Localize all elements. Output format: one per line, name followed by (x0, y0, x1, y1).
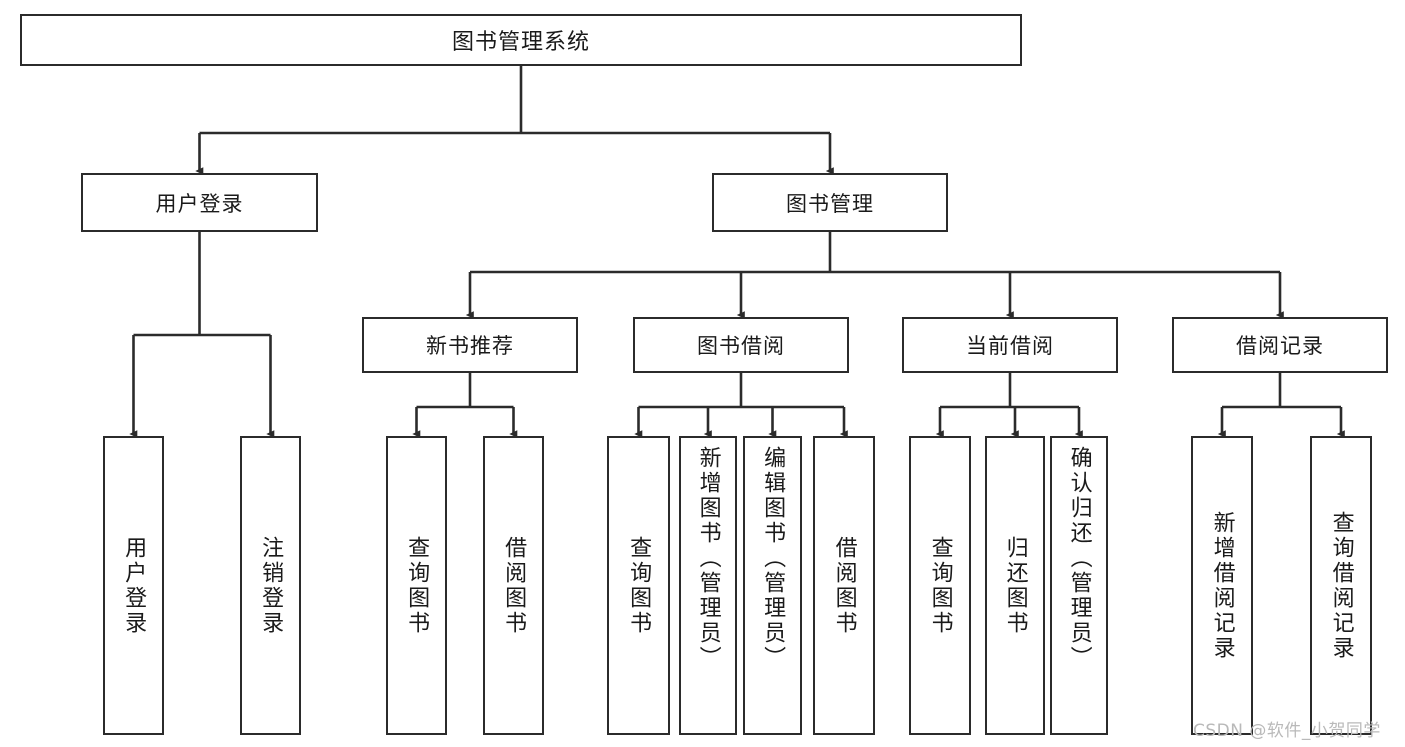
node-label-leaf-borrow-book-1: 借阅图书 (501, 535, 527, 636)
node-label-leaf-edit-book: 编辑图书（管理员） (760, 446, 786, 671)
node-label-leaf-user-login: 用户登录 (121, 535, 147, 636)
node-label-bookmgmt: 图书管理 (786, 191, 874, 216)
node-leaf-confirm-return[interactable]: 确认归还（管理员） (1050, 436, 1108, 735)
node-label-leaf-query-record: 查询借阅记录 (1328, 510, 1354, 661)
node-login[interactable]: 用户登录 (81, 173, 318, 232)
node-leaf-borrow-book-1[interactable]: 借阅图书 (483, 436, 544, 735)
node-leaf-user-logout[interactable]: 注销登录 (240, 436, 301, 735)
node-label-leaf-add-record: 新增借阅记录 (1209, 510, 1235, 661)
node-leaf-return-book[interactable]: 归还图书 (985, 436, 1045, 735)
node-leaf-add-book[interactable]: 新增图书（管理员） (679, 436, 737, 735)
node-bookmgmt[interactable]: 图书管理 (712, 173, 948, 232)
node-label-newbook: 新书推荐 (426, 334, 514, 358)
node-records[interactable]: 借阅记录 (1172, 317, 1388, 373)
node-leaf-query-book-2[interactable]: 查询图书 (607, 436, 670, 735)
node-label-leaf-query-book-3: 查询图书 (927, 535, 953, 636)
node-label-leaf-query-book-2: 查询图书 (626, 535, 652, 636)
node-label-records: 借阅记录 (1236, 334, 1324, 358)
node-label-leaf-borrow-book-2: 借阅图书 (831, 535, 857, 636)
node-newbook[interactable]: 新书推荐 (362, 317, 578, 373)
node-root[interactable]: 图书管理系统 (20, 14, 1022, 66)
node-leaf-query-book-1[interactable]: 查询图书 (386, 436, 447, 735)
node-leaf-query-record[interactable]: 查询借阅记录 (1310, 436, 1372, 735)
node-leaf-borrow-book-2[interactable]: 借阅图书 (813, 436, 875, 735)
node-label-leaf-query-book-1: 查询图书 (404, 535, 430, 636)
node-label-leaf-confirm-return: 确认归还（管理员） (1066, 446, 1092, 671)
csdn-watermark: CSDN @软件_小贺同学 (1193, 721, 1381, 741)
node-borrow[interactable]: 图书借阅 (633, 317, 849, 373)
node-label-leaf-add-book: 新增图书（管理员） (695, 446, 721, 671)
node-label-current: 当前借阅 (966, 334, 1054, 358)
node-label-login: 用户登录 (155, 191, 244, 216)
node-leaf-query-book-3[interactable]: 查询图书 (909, 436, 971, 735)
node-label-borrow: 图书借阅 (697, 334, 785, 358)
node-leaf-user-login[interactable]: 用户登录 (103, 436, 164, 735)
node-leaf-edit-book[interactable]: 编辑图书（管理员） (743, 436, 802, 735)
node-current[interactable]: 当前借阅 (902, 317, 1118, 373)
node-label-leaf-return-book: 归还图书 (1002, 535, 1028, 636)
node-leaf-add-record[interactable]: 新增借阅记录 (1191, 436, 1253, 735)
node-label-leaf-user-logout: 注销登录 (258, 535, 284, 636)
node-label-root: 图书管理系统 (451, 30, 590, 55)
